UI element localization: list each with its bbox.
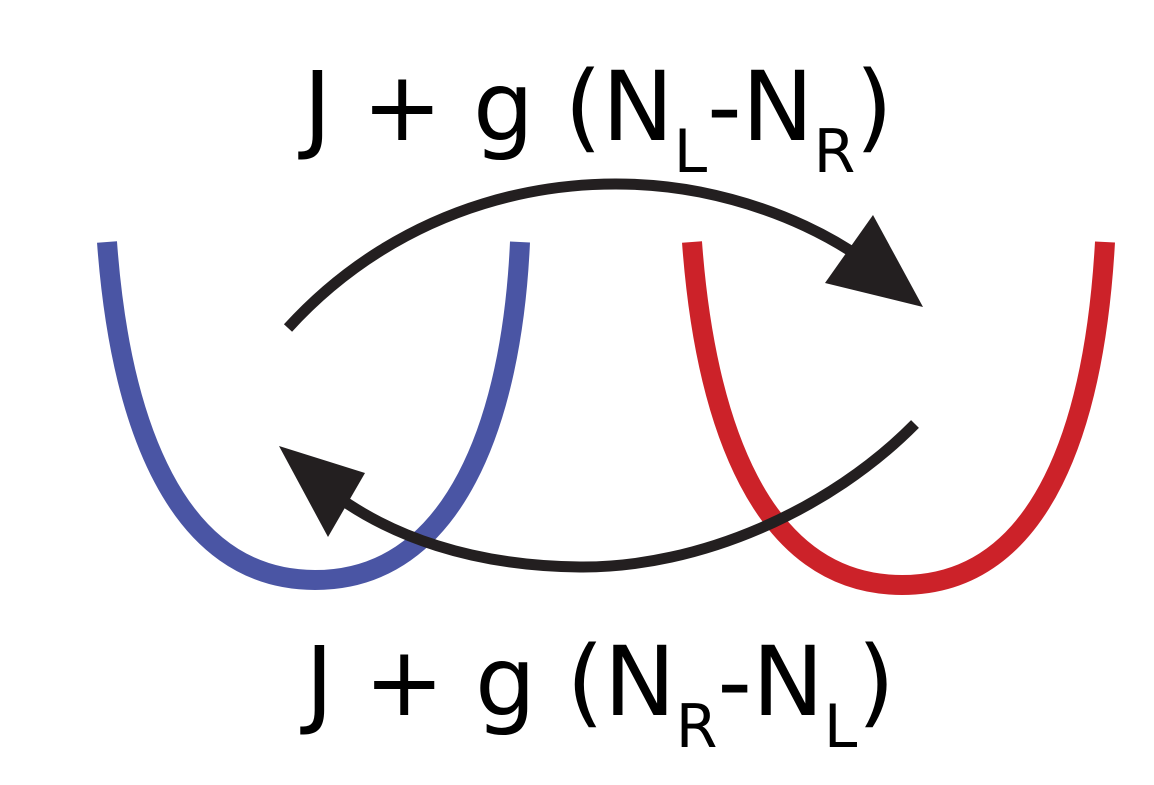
top-arrow-shaft [283,178,884,332]
bottom-label-suffix: ) [857,626,894,738]
top-label-suffix: ) [855,51,892,163]
top-arrowhead-icon [825,215,923,307]
bottom-label-middle: -N [717,626,823,738]
top-tunneling-label: J + g (NL-NR) [298,51,893,187]
top-label-sub2: R [814,117,856,187]
bottom-arrow-shaft [331,420,919,573]
top-label-prefix: J + g (N [298,51,674,163]
right-potential-well [682,241,1115,596]
top-label-sub1: L [674,117,708,187]
left-potential-well [97,241,530,591]
top-label-middle: -N [707,51,813,163]
bottom-arrowhead-icon [279,446,365,537]
bottom-label-prefix: J + g (N [300,626,676,738]
bottom-tunneling-label: J + g (NR-NL) [300,626,895,762]
bottom-label-sub1: R [676,692,718,762]
bottom-label-sub2: L [824,692,858,762]
